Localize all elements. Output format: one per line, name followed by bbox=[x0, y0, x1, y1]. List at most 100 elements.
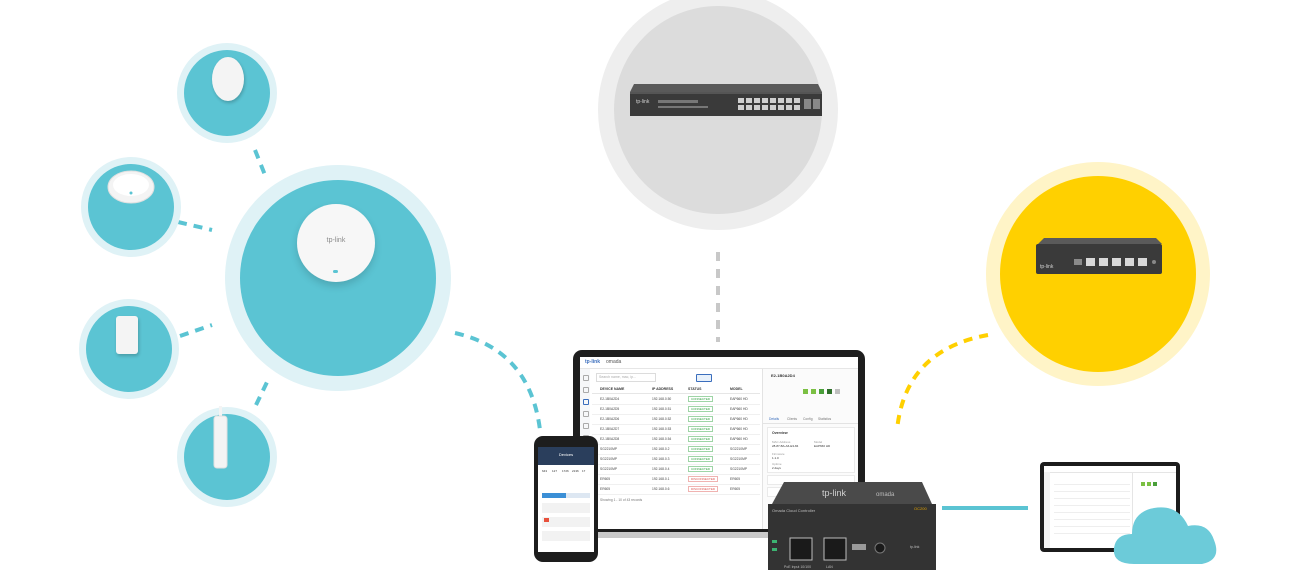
status-badge: CONNECTED bbox=[688, 436, 714, 442]
col-device-name: DEVICE NAME bbox=[600, 387, 625, 391]
table-row[interactable]: SG2210MP 192.168.0.3 CONNECTED SG2210MP bbox=[592, 454, 760, 465]
stat-value: 2136 bbox=[572, 469, 579, 473]
connector-ap-wall bbox=[179, 323, 213, 338]
col-model: MODEL bbox=[730, 387, 743, 391]
row-device-name: E2-1B0A2D8 bbox=[600, 437, 620, 441]
phone-tab-active[interactable] bbox=[542, 493, 566, 498]
status-badge: CONNECTED bbox=[688, 426, 714, 432]
laptop-filter-button[interactable] bbox=[696, 374, 712, 382]
row-ip: 192.168.0.1 bbox=[652, 477, 670, 481]
laptop-base bbox=[556, 532, 882, 538]
overview-heading: Overview bbox=[772, 431, 788, 435]
field-value: 28-87-BA-A6-E3-84 bbox=[772, 444, 799, 448]
ap-led-icon bbox=[333, 270, 338, 273]
connector-ap-ceiling bbox=[177, 220, 213, 232]
table-row[interactable]: E2-1B0A2D6 192.168.0.52 CONNECTED EAP660… bbox=[592, 414, 760, 425]
row-ip: 192.168.0.51 bbox=[652, 407, 672, 411]
laptop-pagination: Showing 1 - 10 of 43 records bbox=[600, 498, 643, 502]
laptop-search-input[interactable]: Search name, mac, ip... bbox=[596, 373, 656, 382]
status-badge: CONNECTED bbox=[688, 446, 714, 452]
row-model: ER605 bbox=[730, 477, 741, 481]
wall-plate-ap-icon bbox=[116, 316, 138, 354]
status-badge: CONNECTED bbox=[688, 396, 714, 402]
status-badge: CONNECTED bbox=[688, 466, 714, 472]
controller-small-logo: tp-link bbox=[910, 545, 920, 549]
cloud-icon bbox=[1113, 507, 1217, 564]
tab-statistics[interactable]: Statistics bbox=[818, 417, 832, 421]
row-ip: 192.168.0.4 bbox=[652, 467, 670, 471]
field-label: Firmware bbox=[772, 452, 785, 456]
laptop-logo: tp-link bbox=[585, 359, 600, 365]
table-row[interactable]: E2-1B0A2D7 192.168.0.53 CONNECTED EAP660… bbox=[592, 424, 760, 435]
table-row[interactable]: E2-1B0A2D4 192.168.0.50 CONNECTED EAP660… bbox=[592, 394, 760, 405]
table-row[interactable]: ER605 192.168.0.6 DISCONNECTED ER605 bbox=[592, 484, 760, 495]
detail-title: E2-1B0A2D4 bbox=[771, 373, 795, 378]
field-value: 1.1.0 bbox=[772, 456, 779, 460]
phone-list-item[interactable] bbox=[542, 517, 590, 527]
row-device-name: E2-1B0A2D7 bbox=[600, 427, 620, 431]
tab-clients[interactable]: Clients bbox=[787, 417, 798, 421]
cloud-table bbox=[1054, 478, 1130, 538]
row-ip: 192.168.0.3 bbox=[652, 457, 670, 461]
switch-device: tp-link bbox=[630, 84, 822, 116]
phone-title: Devices bbox=[558, 452, 574, 457]
laptop-table-body: E2-1B0A2D4 192.168.0.50 CONNECTED EAP660… bbox=[592, 394, 760, 498]
row-ip: 192.168.0.52 bbox=[652, 417, 672, 421]
controller-brand: tp-link bbox=[822, 488, 847, 498]
table-row[interactable]: E2-1B0A2D8 192.168.0.54 CONNECTED EAP660… bbox=[592, 434, 760, 445]
row-model: EAP660 HD bbox=[730, 397, 748, 401]
tab-config[interactable]: Config bbox=[803, 417, 813, 421]
row-ip: 192.168.0.50 bbox=[652, 397, 672, 401]
status-badge: DISCONNECTED bbox=[688, 476, 719, 482]
tab-details[interactable]: Details bbox=[769, 417, 780, 421]
phone-screen: Devices 643 127 1726 2136 17 bbox=[538, 447, 594, 552]
phone-list-item[interactable] bbox=[542, 531, 590, 541]
table-row[interactable]: ER605 192.168.0.1 DISCONNECTED ER605 bbox=[592, 474, 760, 485]
router-logo: tp-link bbox=[1040, 264, 1054, 270]
row-ip: 192.168.0.2 bbox=[652, 447, 670, 451]
stat-value: 643 bbox=[542, 469, 548, 473]
row-model: SG2210MP bbox=[730, 447, 748, 451]
mini-ap-icon bbox=[212, 57, 244, 101]
ceiling-ap-logo: tp-link bbox=[326, 237, 346, 244]
field-value: EAP660 HD bbox=[814, 444, 831, 448]
field-label: MAC Address bbox=[772, 440, 791, 444]
phone-header: Devices bbox=[538, 447, 594, 465]
alert-icon bbox=[544, 518, 549, 522]
port-label: PoE Input 10/100 bbox=[784, 565, 811, 569]
row-model: SG2210MP bbox=[730, 457, 748, 461]
cloud-sidebar bbox=[1044, 472, 1050, 548]
table-row[interactable]: SG2210MP 192.168.0.2 CONNECTED SG2210MP bbox=[592, 444, 760, 455]
row-model: EAP660 HD bbox=[730, 427, 748, 431]
controller-subtitle: Omada Cloud Controller bbox=[772, 508, 816, 513]
status-badge: CONNECTED bbox=[688, 456, 714, 462]
laptop-header: tp-link omada bbox=[580, 357, 858, 369]
table-row[interactable]: E2-1B0A2D5 192.168.0.51 CONNECTED EAP660… bbox=[592, 404, 760, 415]
row-device-name: SG2210MP bbox=[600, 467, 618, 471]
row-device-name: E2-1B0A2D4 bbox=[600, 397, 620, 401]
field-label: Model bbox=[814, 440, 823, 444]
row-device-name: ER605 bbox=[600, 487, 611, 491]
field-value: 2 days bbox=[772, 466, 781, 470]
status-badge: CONNECTED bbox=[688, 406, 714, 412]
row-ip: 192.168.0.6 bbox=[652, 487, 670, 491]
controller-model: OC200 bbox=[914, 506, 927, 511]
table-row[interactable]: SG2210MP 192.168.0.4 CONNECTED SG2210MP bbox=[592, 464, 760, 475]
row-device-name: SG2210MP bbox=[600, 457, 618, 461]
laptop-table-header: DEVICE NAME IP ADDRESS STATUS MODEL bbox=[592, 385, 760, 394]
connector-ap-top bbox=[253, 149, 267, 176]
phone-tab[interactable] bbox=[566, 493, 590, 498]
row-model: SG2210MP bbox=[730, 467, 748, 471]
detail-tabs[interactable]: Details Clients Config Statistics bbox=[763, 415, 858, 424]
stat-value: 17 bbox=[582, 469, 586, 473]
row-ip: 192.168.0.54 bbox=[652, 437, 672, 441]
ceiling-mount-ap-icon bbox=[107, 170, 155, 204]
row-model: EAP660 HD bbox=[730, 417, 748, 421]
col-status: STATUS bbox=[688, 387, 702, 391]
phone-stats: 643 127 1726 2136 17 bbox=[542, 469, 590, 483]
phone-list-item[interactable] bbox=[542, 503, 590, 513]
row-device-name: E2-1B0A2D6 bbox=[600, 417, 620, 421]
connector-ap-hub-laptop bbox=[454, 331, 542, 431]
